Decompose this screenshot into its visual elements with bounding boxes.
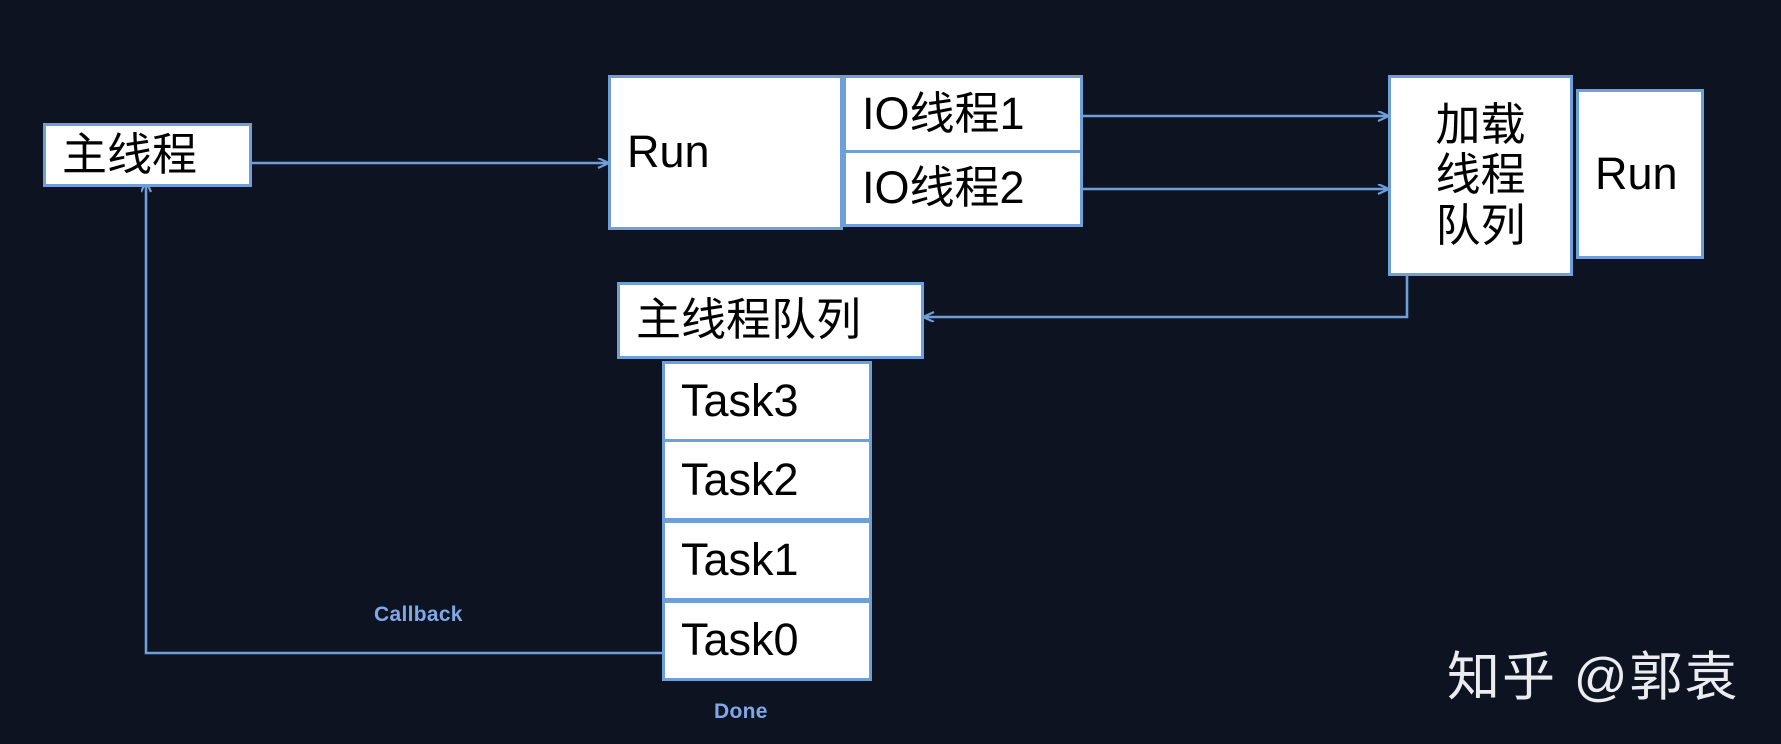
node-task0[interactable]: Task0 — [662, 599, 872, 681]
node-run-right[interactable]: Run — [1576, 89, 1704, 259]
node-io-thread-2[interactable]: IO线程2 — [843, 150, 1083, 227]
node-task2-label: Task2 — [681, 453, 799, 505]
node-main-thread-queue-label: 主线程队列 — [636, 294, 862, 346]
edge-label-done: Done — [714, 700, 768, 723]
node-task3[interactable]: Task3 — [662, 361, 872, 443]
node-io-thread-group: IO线程1 IO线程2 — [843, 75, 1083, 230]
node-main-thread[interactable]: 主线程 — [43, 123, 252, 187]
node-loading-thread-queue-label: 加载 线程 队列 — [1435, 98, 1526, 251]
node-io-thread-2-label: IO线程2 — [862, 162, 1025, 214]
watermark: 知乎 @郭袁 — [1447, 648, 1740, 707]
node-run-left-label: Run — [627, 126, 710, 178]
edge-label-callback: Callback — [374, 603, 463, 626]
node-loading-thread-queue[interactable]: 加载 线程 队列 — [1388, 75, 1573, 276]
edge-loadingqueue-to-mainthreadqueue — [924, 276, 1409, 317]
node-main-thread-queue[interactable]: 主线程队列 — [617, 282, 924, 359]
node-main-thread-label: 主线程 — [62, 128, 198, 180]
node-run-right-label: Run — [1595, 147, 1678, 199]
node-task1-label: Task1 — [681, 533, 799, 585]
node-io-thread-1[interactable]: IO线程1 — [843, 75, 1083, 153]
edge-task0-callback-to-mainthread — [146, 182, 662, 655]
node-task2[interactable]: Task2 — [662, 439, 872, 521]
node-run-left[interactable]: Run — [608, 75, 843, 230]
node-task0-label: Task0 — [681, 614, 799, 666]
node-task3-label: Task3 — [681, 375, 799, 427]
node-io-thread-1-label: IO线程1 — [862, 87, 1025, 139]
node-task-stack: Task3 Task2 Task1 Task0 — [662, 361, 872, 681]
node-task1[interactable]: Task1 — [662, 519, 872, 601]
